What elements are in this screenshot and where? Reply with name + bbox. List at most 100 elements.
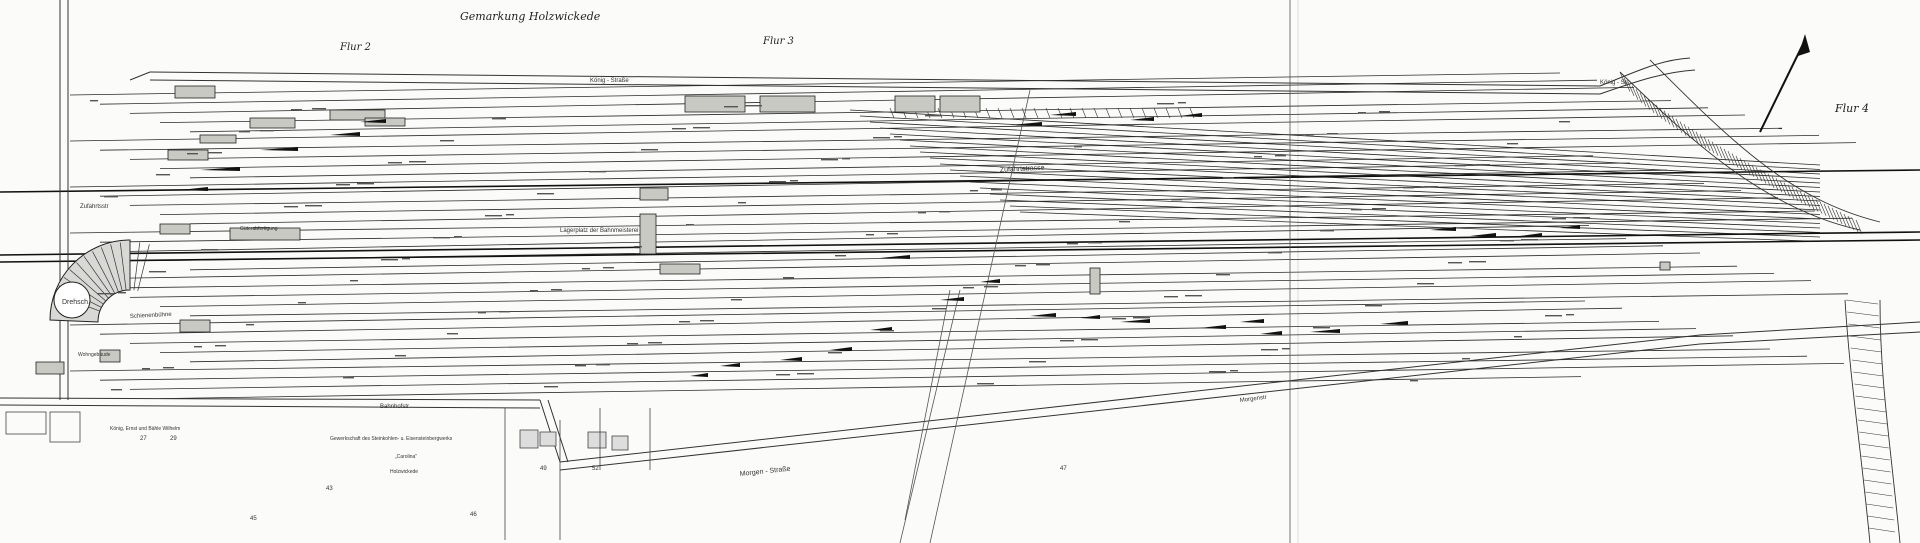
hatch-stroke xyxy=(1743,160,1751,175)
hatch-stroke xyxy=(1699,134,1707,149)
main-lines xyxy=(0,169,1920,263)
roundhouse-stall-line xyxy=(137,244,150,292)
hatch-stroke xyxy=(1141,107,1147,119)
track-line xyxy=(69,300,1586,326)
hatch-stroke xyxy=(1687,126,1695,141)
gewerkschaft-label: Gewerkschaft des Steinkohlen- u. Eisenst… xyxy=(330,436,453,442)
track-line xyxy=(959,175,1821,215)
track-annotation-mark xyxy=(1351,209,1362,211)
track-line xyxy=(189,335,1734,363)
hatch-stroke xyxy=(1759,169,1767,184)
track-annotation-mark xyxy=(835,255,846,257)
track-annotation-mark xyxy=(797,373,814,375)
hatch-stroke xyxy=(1647,98,1655,114)
hatch-stroke xyxy=(1856,407,1887,413)
track-annotation-mark xyxy=(395,355,406,357)
track-line xyxy=(69,348,1771,372)
parcel-number: 29 xyxy=(170,436,177,442)
hatch-stroke xyxy=(1799,191,1807,206)
track-line xyxy=(69,162,1631,188)
building xyxy=(639,187,669,201)
roundhouse-stall-line xyxy=(83,256,112,296)
switch-wedge xyxy=(1520,233,1542,237)
hatch-stroke xyxy=(1707,139,1715,154)
east-curves xyxy=(1619,59,1901,543)
track-annotation-mark xyxy=(284,206,298,208)
track-annotation-mark xyxy=(544,386,558,388)
track-line xyxy=(69,252,1701,280)
hatch-stroke xyxy=(1631,85,1639,100)
track-annotation-mark xyxy=(1507,143,1518,145)
hatch-stroke xyxy=(1854,383,1885,389)
track-annotation-mark xyxy=(1275,155,1286,157)
hatch-stroke xyxy=(1863,479,1892,485)
zufahrtsstr-label: Zufahrtsstr xyxy=(80,204,109,210)
track-annotation-mark xyxy=(1306,134,1314,136)
track-line xyxy=(159,328,1697,353)
hatch-stroke xyxy=(1715,143,1723,159)
track-annotation-mark xyxy=(440,140,454,142)
track-annotation-mark xyxy=(447,333,458,335)
hatch-stroke xyxy=(1767,173,1775,189)
hatch-stroke xyxy=(1861,455,1890,461)
track-annotation-mark xyxy=(745,105,762,107)
switch-wedge xyxy=(1010,122,1042,126)
track-line xyxy=(919,151,1821,197)
track-line xyxy=(929,157,1821,202)
track-annotation-mark xyxy=(596,364,610,366)
hatch-stroke xyxy=(1843,213,1851,229)
track-line xyxy=(159,376,1582,399)
track-line xyxy=(99,307,1623,335)
switch-wedge xyxy=(1430,227,1456,231)
track-annotation-mark xyxy=(499,311,510,313)
track-annotation-mark xyxy=(485,215,502,217)
track-annotation-mark xyxy=(1067,243,1078,245)
track-annotation-mark xyxy=(291,109,302,111)
hatch-stroke xyxy=(1153,107,1159,119)
track-annotation-mark xyxy=(260,130,274,132)
track-annotation-mark xyxy=(402,258,410,260)
flur-3-label: Flur 3 xyxy=(762,36,794,47)
hatch-stroke xyxy=(1739,158,1747,173)
switch-wedge xyxy=(690,373,708,377)
track-annotation-mark xyxy=(1282,348,1290,350)
track-line xyxy=(189,155,1594,179)
track-annotation-mark xyxy=(1358,112,1366,114)
track-annotation-mark xyxy=(918,212,926,214)
track-line xyxy=(129,183,1705,206)
track-annotation-mark xyxy=(1379,111,1390,113)
track-annotation-mark xyxy=(1448,262,1462,264)
building xyxy=(199,134,237,144)
hatch-stroke xyxy=(1775,178,1783,193)
track-annotation-mark xyxy=(828,352,842,354)
track-annotation-mark xyxy=(388,162,402,164)
track-annotation-mark xyxy=(1320,230,1334,232)
track-line xyxy=(909,145,1821,193)
track-line xyxy=(999,199,1821,233)
lower-parcels xyxy=(5,408,651,540)
hatch-stroke xyxy=(1857,419,1888,425)
track-line xyxy=(879,127,1821,179)
koenig-str-east-label: König - Str xyxy=(1600,80,1628,86)
hatch-stroke xyxy=(1675,118,1683,133)
hatch-stroke xyxy=(1859,431,1888,437)
track-annotation-mark xyxy=(305,205,322,207)
track-annotation-mark xyxy=(575,365,586,367)
switch-marks xyxy=(180,112,1580,377)
hatch-stroke xyxy=(1635,89,1643,104)
track-line xyxy=(69,72,1561,96)
embankment-hatching xyxy=(889,71,1896,533)
hatch-stroke xyxy=(1093,107,1099,119)
track-annotation-mark xyxy=(246,324,254,326)
switch-wedge xyxy=(880,255,910,259)
building xyxy=(759,95,816,113)
track-annotation-mark xyxy=(506,214,514,216)
track-line xyxy=(189,293,1849,317)
track-annotation-mark xyxy=(1261,349,1278,351)
roundhouse-stall-line xyxy=(119,242,127,291)
turntable xyxy=(53,281,91,319)
track-annotation-mark xyxy=(1029,361,1046,363)
hatch-stroke xyxy=(1033,107,1039,119)
hatch-stroke xyxy=(1177,107,1183,119)
